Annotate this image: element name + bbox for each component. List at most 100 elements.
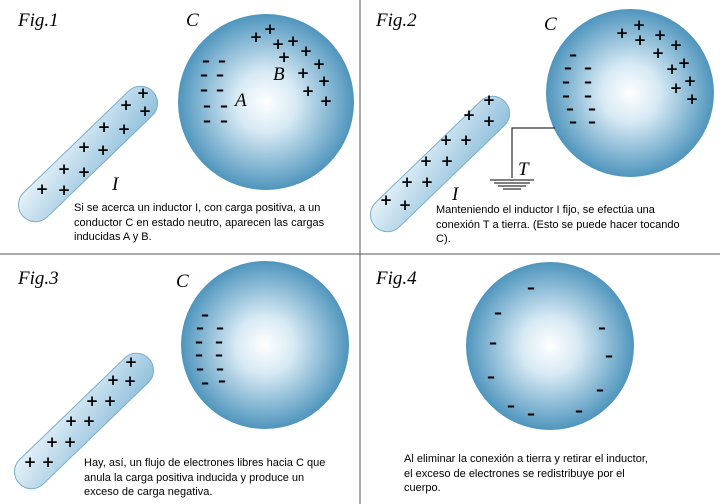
positive-charge: + xyxy=(125,353,138,371)
positive-charge: + xyxy=(678,54,691,72)
positive-charge: + xyxy=(440,131,453,149)
fig2-negative-charges: ––––––––––– xyxy=(562,45,596,131)
positive-charge: + xyxy=(420,152,433,170)
fig1-region-b-label: B xyxy=(273,64,285,85)
positive-charge: + xyxy=(83,412,96,430)
negative-charge: – xyxy=(588,112,596,131)
positive-charge: + xyxy=(320,92,333,110)
fig1-caption: Si se acerca un inductor I, con carga po… xyxy=(74,201,355,245)
negative-charge: – xyxy=(507,396,515,415)
positive-charge: + xyxy=(78,163,91,181)
fig2-ground-symbol xyxy=(490,179,534,190)
figure-3: Fig.3 C ––––––––––– +++++++++++ xyxy=(13,261,349,490)
positive-charge: + xyxy=(380,191,393,209)
fig4-conductor-sphere xyxy=(466,262,634,430)
fig1-caption-line: conductor C en estado neutro, aparecen l… xyxy=(74,216,325,229)
fig4-caption: Al eliminar la conexión a tierra y retir… xyxy=(404,452,680,496)
positive-charge: + xyxy=(686,90,699,108)
positive-charge: + xyxy=(272,35,285,53)
positive-charge: + xyxy=(460,131,473,149)
fig4-caption-line: cuerpo. xyxy=(404,482,441,494)
positive-charge: + xyxy=(654,26,667,44)
negative-charge: – xyxy=(575,401,583,420)
negative-charge: – xyxy=(588,99,596,118)
fig1-positive-charges: +++++++++++ xyxy=(250,20,333,110)
positive-charge: + xyxy=(421,173,434,191)
negative-charge: – xyxy=(218,51,226,70)
negative-charge: – xyxy=(216,318,224,337)
negative-charge: – xyxy=(584,58,592,77)
positive-charge: + xyxy=(64,433,77,451)
fig1-inductor-label: I xyxy=(111,174,120,195)
figure-1: Fig.1 C A B I –––––––––– +++++++++++ +++… xyxy=(17,10,354,223)
positive-charge: + xyxy=(318,72,331,90)
fig2-rod-charges: +++++++++++ xyxy=(380,91,496,214)
fig1-conductor-sphere xyxy=(178,14,354,190)
positive-charge: + xyxy=(401,173,414,191)
negative-charge: – xyxy=(196,318,204,337)
negative-charge: – xyxy=(487,367,495,386)
figure-4: Fig.4 –––––––––– xyxy=(375,262,634,430)
negative-charge: – xyxy=(218,371,226,390)
positive-charge: + xyxy=(652,44,665,62)
fig3-caption-line: exceso de carga negativa. xyxy=(84,486,213,498)
negative-charge: – xyxy=(220,96,228,115)
negative-charge: – xyxy=(201,305,209,324)
positive-charge: + xyxy=(463,106,476,124)
negative-charge: – xyxy=(215,332,223,351)
negative-charge: – xyxy=(216,80,224,99)
fig4-negative-charges: –––––––––– xyxy=(487,278,613,423)
negative-charge: – xyxy=(195,332,203,351)
negative-charge: – xyxy=(527,278,535,297)
fig3-negative-charges: ––––––––––– xyxy=(195,305,226,392)
negative-charge: – xyxy=(584,86,592,105)
negative-charge: – xyxy=(598,318,606,337)
negative-charge: – xyxy=(564,58,572,77)
negative-charge: – xyxy=(201,373,209,392)
positive-charge: + xyxy=(297,64,310,82)
fig1-caption-line: Si se acerca un inductor I, con carga po… xyxy=(74,202,321,214)
fig3-rod-charges: +++++++++++ xyxy=(24,353,138,471)
positive-charge: + xyxy=(42,453,55,471)
positive-charge: + xyxy=(58,160,71,178)
positive-charge: + xyxy=(399,196,412,214)
negative-charge: – xyxy=(203,111,211,130)
positive-charge: + xyxy=(670,36,683,54)
fig2-caption: Manteniendo el inductor I fijo, se efect… xyxy=(436,203,715,247)
negative-charge: – xyxy=(562,86,570,105)
positive-charge: + xyxy=(633,16,646,34)
fig1-region-a-label: A xyxy=(233,90,247,111)
positive-charge: + xyxy=(46,433,59,451)
fig1-negative-charges: –––––––––– xyxy=(200,51,228,130)
negative-charge: – xyxy=(215,345,223,364)
fig3-caption-line: anula la carga positiva inducida y produ… xyxy=(84,471,305,484)
positive-charge: + xyxy=(483,91,496,109)
positive-charge: + xyxy=(287,32,300,50)
positive-charge: + xyxy=(24,453,37,471)
positive-charge: + xyxy=(118,120,131,138)
positive-charge: + xyxy=(684,72,697,90)
fig2-ground-label: T xyxy=(518,159,530,180)
fig3-conductor-label: C xyxy=(176,271,189,292)
positive-charge: + xyxy=(58,181,71,199)
negative-charge: – xyxy=(200,65,208,84)
positive-charge: + xyxy=(670,79,683,97)
fig2-conductor-sphere xyxy=(546,9,714,177)
positive-charge: + xyxy=(65,412,78,430)
positive-charge: + xyxy=(97,141,110,159)
fig1-rod-charges: +++++++++++ xyxy=(36,84,152,199)
negative-charge: – xyxy=(566,99,574,118)
fig3-caption-line: Hay, así, un flujo de electrones libres … xyxy=(84,457,326,469)
positive-charge: + xyxy=(250,28,263,46)
fig2-caption-line: C). xyxy=(436,233,451,245)
negative-charge: – xyxy=(203,96,211,115)
positive-charge: + xyxy=(78,138,91,156)
fig2-caption-line: conexión T a tierra. (Esto se puede hace… xyxy=(436,218,680,231)
fig3-caption: Hay, así, un flujo de electrones libres … xyxy=(84,456,356,500)
fig1-caption-line: inducidas A y B. xyxy=(74,231,152,243)
negative-charge: – xyxy=(584,72,592,91)
fig3-label: Fig.3 xyxy=(17,268,59,289)
positive-charge: + xyxy=(441,152,454,170)
